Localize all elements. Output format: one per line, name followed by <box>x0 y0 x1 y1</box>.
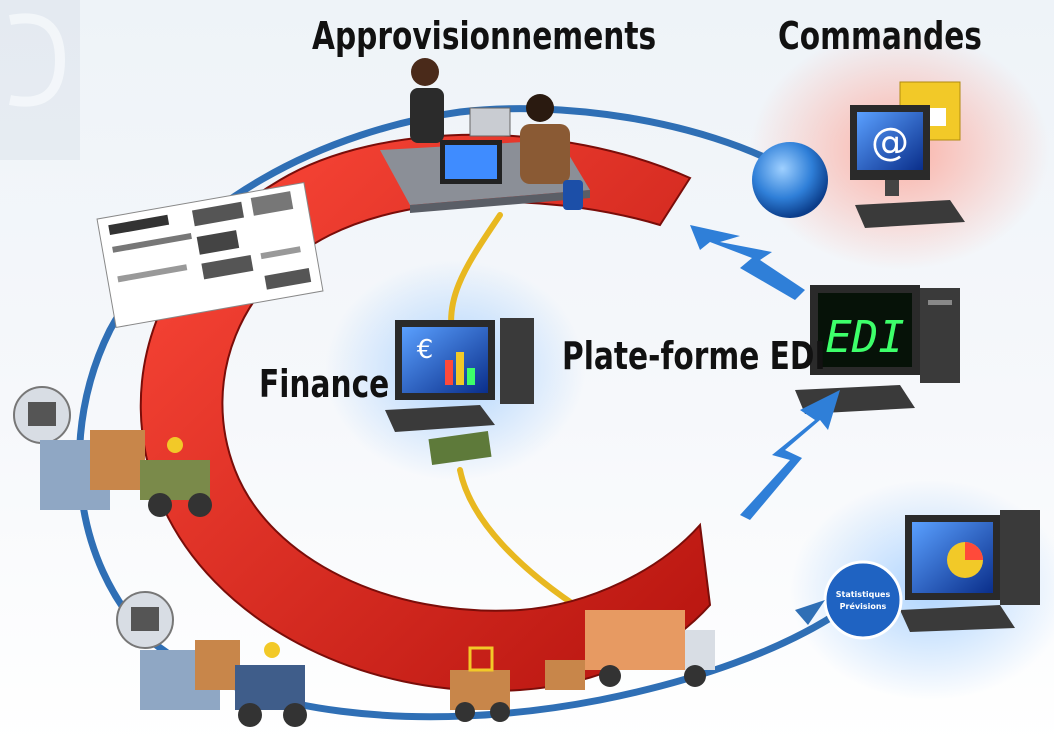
badge-line-1: Statistiques <box>836 590 891 599</box>
edi-lightning-arrows <box>690 225 840 520</box>
commandes-computer-illustration: @ <box>752 81 965 228</box>
label-finance: Finance <box>259 362 390 406</box>
commandes-sphere <box>752 142 828 218</box>
stats-arrow <box>795 600 825 625</box>
label-edi-platform: Plate-forme EDI <box>562 334 826 378</box>
background-watermark <box>0 0 80 160</box>
label-approvisionnements: Approvisionnements <box>312 14 657 58</box>
edi-screen-text: EDI <box>825 312 904 363</box>
email-symbol: @ <box>871 120 909 164</box>
edi-computer-illustration: EDI <box>795 285 960 414</box>
approvisionnements-office-illustration <box>380 58 590 213</box>
barcode-label-card <box>96 182 324 328</box>
badge-line-2: Prévisions <box>840 601 887 611</box>
forklift-and-truck <box>450 610 715 722</box>
label-commandes: Commandes <box>778 14 982 58</box>
warehouse-forklift-upper <box>13 386 212 517</box>
warehouse-forklift-lower <box>116 591 307 727</box>
stats-computer-illustration <box>900 510 1040 632</box>
euro-symbol: € <box>417 335 434 365</box>
finance-computer-illustration: € <box>385 318 534 466</box>
stats-previsions-badge: Statistiques Prévisions <box>823 560 903 640</box>
